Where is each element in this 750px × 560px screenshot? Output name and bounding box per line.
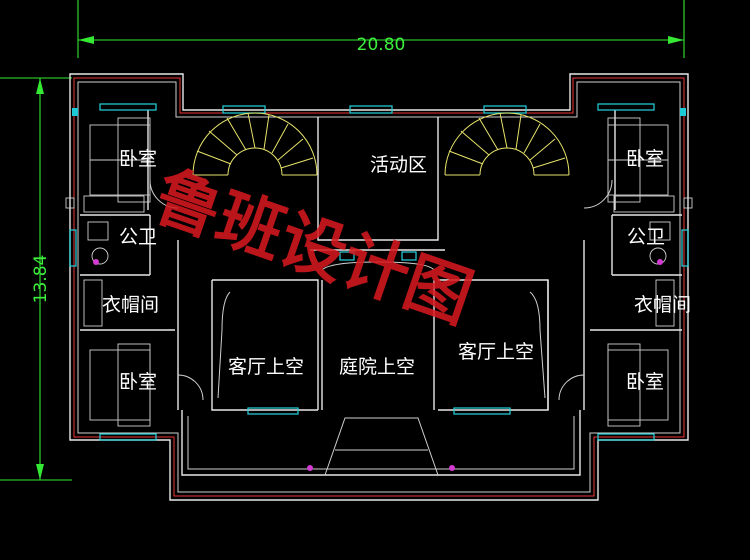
room-label-living-void-left: 客厅上空 <box>228 356 304 378</box>
watermark-text: 鲁班设计图 <box>145 157 482 337</box>
room-label-closet-right: 衣帽间 <box>634 294 691 316</box>
room-label-closet-left: 衣帽间 <box>102 294 159 316</box>
room-label-courtyard-void: 庭院上空 <box>339 356 415 378</box>
spiral-stair-right <box>444 112 570 176</box>
furniture <box>65 117 693 476</box>
dimension-lines <box>0 0 685 481</box>
room-label-bath-right: 公卫 <box>627 226 665 248</box>
room-label-activity-area: 活动区 <box>370 154 427 176</box>
room-label-bedroom-bottom-left: 卧室 <box>119 371 157 393</box>
room-label-living-void-right: 客厅上空 <box>458 341 534 363</box>
room-label-bedroom-top-left: 卧室 <box>119 148 157 170</box>
height-dimension-label: 13.84 <box>31 255 51 304</box>
windows <box>69 103 689 441</box>
room-label-bedroom-top-right: 卧室 <box>626 148 664 170</box>
room-label-bath-left: 公卫 <box>119 226 157 248</box>
width-dimension-label: 20.80 <box>357 35 406 55</box>
room-label-bedroom-bottom-right: 卧室 <box>626 371 664 393</box>
spiral-stair-left <box>192 112 318 176</box>
outer-walls <box>69 73 689 501</box>
watermark: 鲁班设计图 <box>145 157 482 337</box>
